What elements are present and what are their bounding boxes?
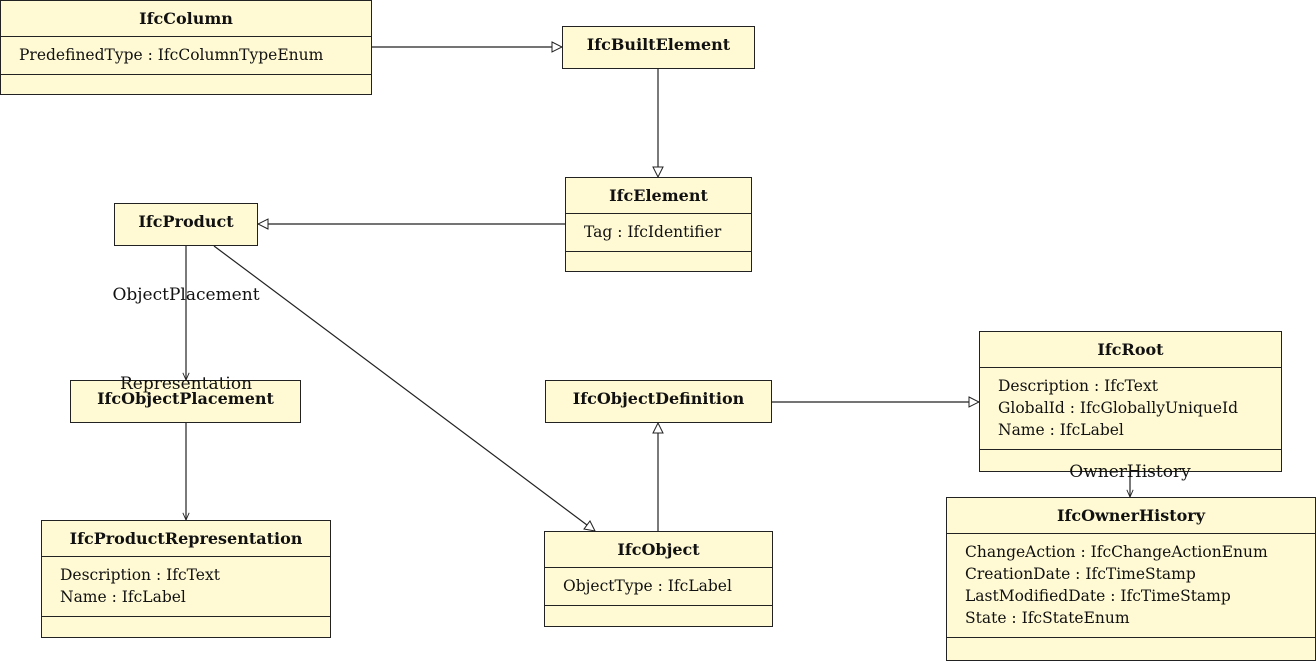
class-attributes: ObjectType : IfcLabel <box>545 567 772 605</box>
class-attributes: Description : IfcText GlobalId : IfcGlob… <box>980 367 1281 449</box>
attribute: State : IfcStateEnum <box>965 609 1130 627</box>
attribute: Description : IfcText <box>998 377 1158 395</box>
class-attributes: Description : IfcText Name : IfcLabel <box>42 556 330 616</box>
class-operations <box>980 449 1281 471</box>
label-object-placement: ObjectPlacement <box>112 285 260 305</box>
class-operations <box>42 616 330 637</box>
class-operations <box>947 637 1315 660</box>
attribute: Tag : IfcIdentifier <box>584 223 722 241</box>
class-name: IfcProductRepresentation <box>69 529 303 548</box>
attribute: GlobalId : IfcGloballyUniqueId <box>998 399 1239 417</box>
label-representation: Representation <box>119 374 253 394</box>
attribute: Name : IfcLabel <box>60 588 186 606</box>
class-ifc-owner-history: IfcOwnerHistory ChangeAction : IfcChange… <box>946 497 1316 661</box>
attribute: Description : IfcText <box>60 566 220 584</box>
class-name: IfcRoot <box>1097 340 1164 359</box>
generalization-product-object <box>213 245 595 531</box>
class-name: IfcColumn <box>139 9 233 28</box>
class-attributes: ChangeAction : IfcChangeActionEnum Creat… <box>947 533 1315 637</box>
class-ifc-root: IfcRoot Description : IfcText GlobalId :… <box>979 331 1282 472</box>
class-attributes: Tag : IfcIdentifier <box>566 213 751 251</box>
class-operations <box>545 605 772 626</box>
class-name: IfcProduct <box>138 212 234 231</box>
class-ifc-column: IfcColumn PredefinedType : IfcColumnType… <box>0 0 372 95</box>
class-ifc-object-definition: IfcObjectDefinition <box>545 380 772 423</box>
label-owner-history: OwnerHistory <box>1069 462 1191 482</box>
attribute: ChangeAction : IfcChangeActionEnum <box>965 543 1268 561</box>
attribute: PredefinedType : IfcColumnTypeEnum <box>19 46 324 64</box>
class-name: IfcElement <box>609 186 708 205</box>
class-operations <box>1 74 371 94</box>
class-name: IfcObject <box>617 540 700 559</box>
class-operations <box>566 251 751 271</box>
class-ifc-product-representation: IfcProductRepresentation Description : I… <box>41 520 331 638</box>
class-attributes: PredefinedType : IfcColumnTypeEnum <box>1 36 371 74</box>
class-name: IfcObjectDefinition <box>572 389 745 408</box>
class-ifc-object-placement: IfcObjectPlacement <box>70 380 301 423</box>
class-ifc-object: IfcObject ObjectType : IfcLabel <box>544 531 773 627</box>
attribute: LastModifiedDate : IfcTimeStamp <box>965 587 1231 605</box>
attribute: Name : IfcLabel <box>998 421 1124 439</box>
class-ifc-built-element: IfcBuiltElement <box>562 26 755 69</box>
attribute: CreationDate : IfcTimeStamp <box>965 565 1196 583</box>
class-name: IfcObjectPlacement <box>97 389 274 408</box>
attribute: ObjectType : IfcLabel <box>563 577 732 595</box>
class-name: IfcOwnerHistory <box>1056 506 1206 525</box>
class-ifc-element: IfcElement Tag : IfcIdentifier <box>565 177 752 272</box>
class-ifc-product: IfcProduct <box>114 203 258 246</box>
class-name: IfcBuiltElement <box>586 35 731 54</box>
